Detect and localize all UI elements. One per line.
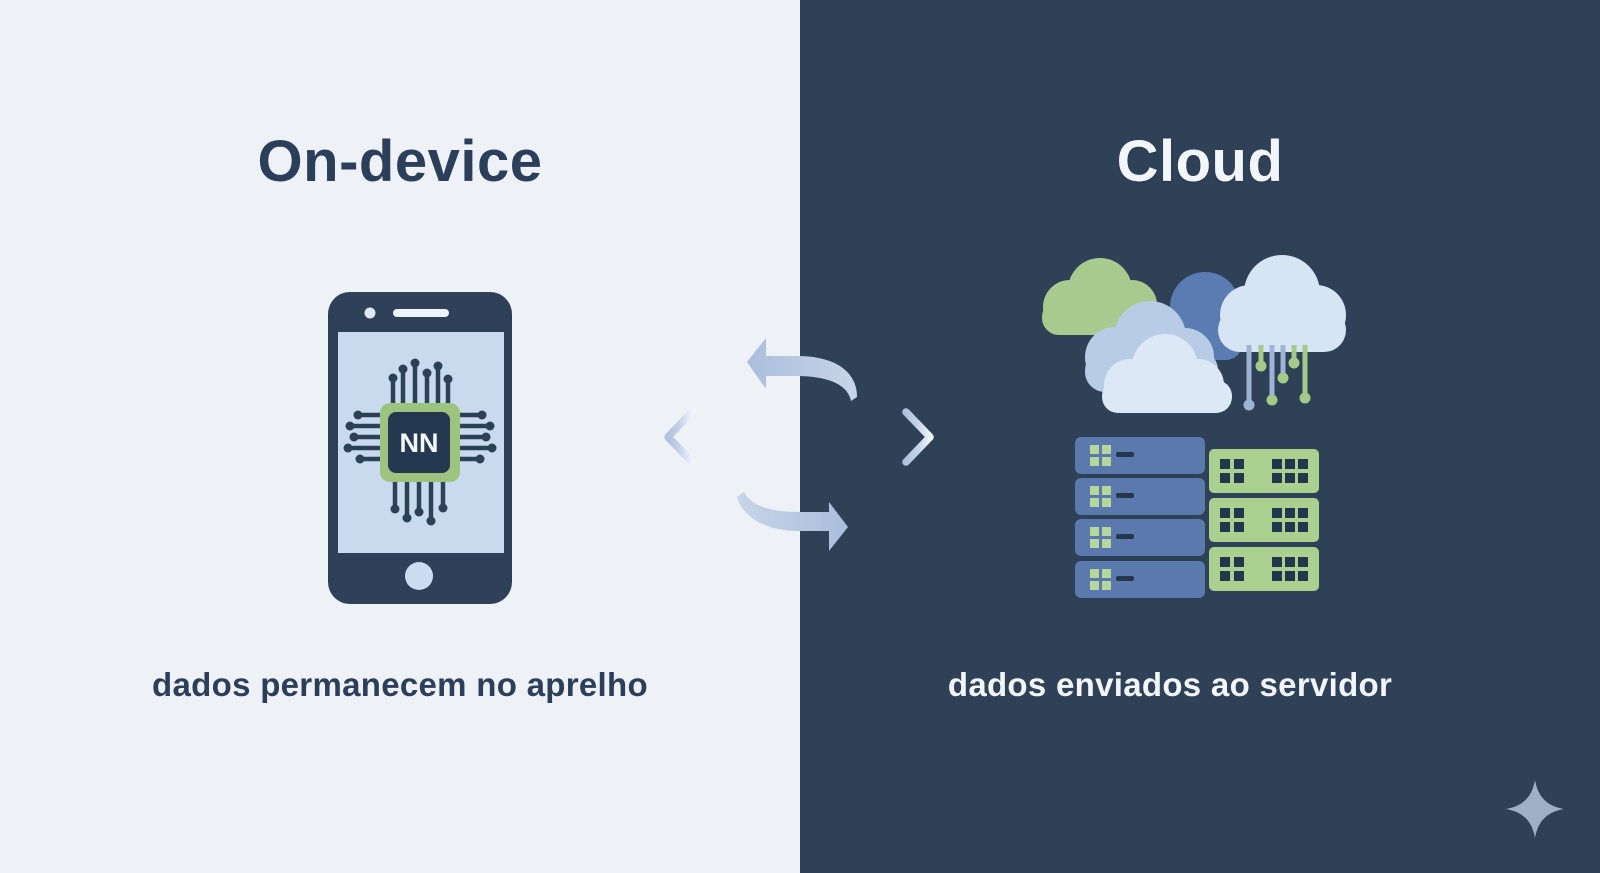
server-unit [1075,478,1205,515]
server-unit [1075,561,1205,598]
server-unit [1209,498,1319,542]
nn-chip-icon: NN [380,403,460,482]
arrow-right-ribbon-icon [737,492,848,551]
cloud-panel: Cloud [800,0,1600,873]
data-transfer-arrows-icon [664,338,934,551]
phone-camera-dot [364,307,376,319]
double-headed-arrow-icon [664,408,934,466]
server-unit [1209,449,1319,493]
circuit-cloud-icon [1218,255,1346,411]
circuit-drips [1243,345,1311,411]
blue-server-stack [1075,437,1205,598]
sparkle-icon [1506,780,1564,838]
smartphone-icon: NN [328,292,512,604]
server-unit [1209,547,1319,591]
phone-home-button [405,562,433,590]
on-device-caption: dados permanecem no aprelho [152,666,648,703]
chip-circuit-pins [343,358,497,526]
server-unit [1075,519,1205,556]
cloud-cluster-icon [1042,255,1346,413]
green-server-stack [1209,449,1319,591]
phone-speaker-bar [393,309,449,317]
nn-chip-label: NN [400,428,439,458]
cloud-caption: dados enviados ao servidor [947,666,1393,703]
arrow-left-ribbon-icon [747,338,857,401]
cloud-title: Cloud [1116,129,1284,194]
front-cloud-icon [1102,334,1232,413]
on-device-title: On-device [257,129,543,194]
server-racks-icon [1075,437,1319,598]
server-unit [1075,437,1205,474]
